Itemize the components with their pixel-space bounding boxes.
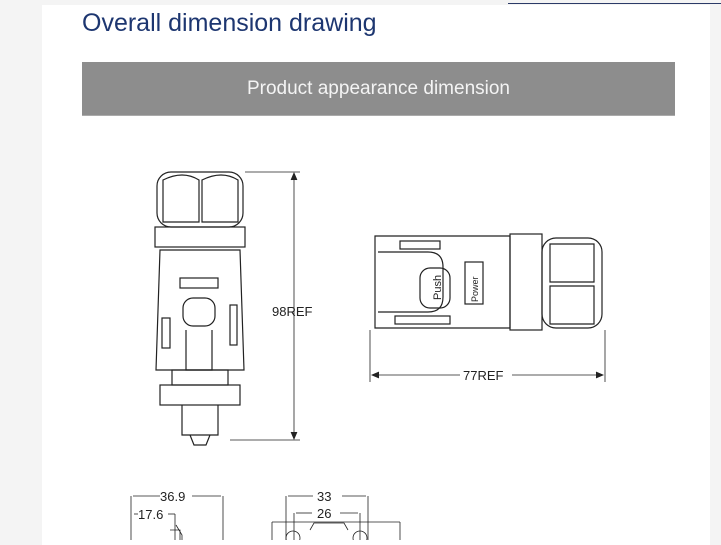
width-inner-label: 17.6 bbox=[138, 507, 163, 522]
section-banner: Product appearance dimension bbox=[82, 62, 675, 116]
height-dimension bbox=[230, 171, 300, 441]
side-outer-label: 33 bbox=[317, 489, 331, 504]
connector-side-view bbox=[374, 233, 603, 331]
connector-front-view bbox=[154, 171, 246, 446]
bottom-left-view bbox=[130, 495, 224, 540]
power-label: Power bbox=[470, 276, 480, 302]
height-label: 98REF bbox=[272, 304, 313, 319]
bottom-right-view bbox=[271, 495, 401, 540]
side-inner-label: 26 bbox=[317, 506, 331, 521]
length-dimension bbox=[369, 330, 606, 382]
push-label: Push bbox=[432, 275, 444, 300]
divider bbox=[508, 3, 721, 4]
banner-label: Product appearance dimension bbox=[246, 77, 510, 99]
width-outer-label: 36.9 bbox=[160, 489, 185, 504]
length-label: 77REF bbox=[463, 368, 504, 383]
page-title: Overall dimension drawing bbox=[82, 9, 377, 37]
